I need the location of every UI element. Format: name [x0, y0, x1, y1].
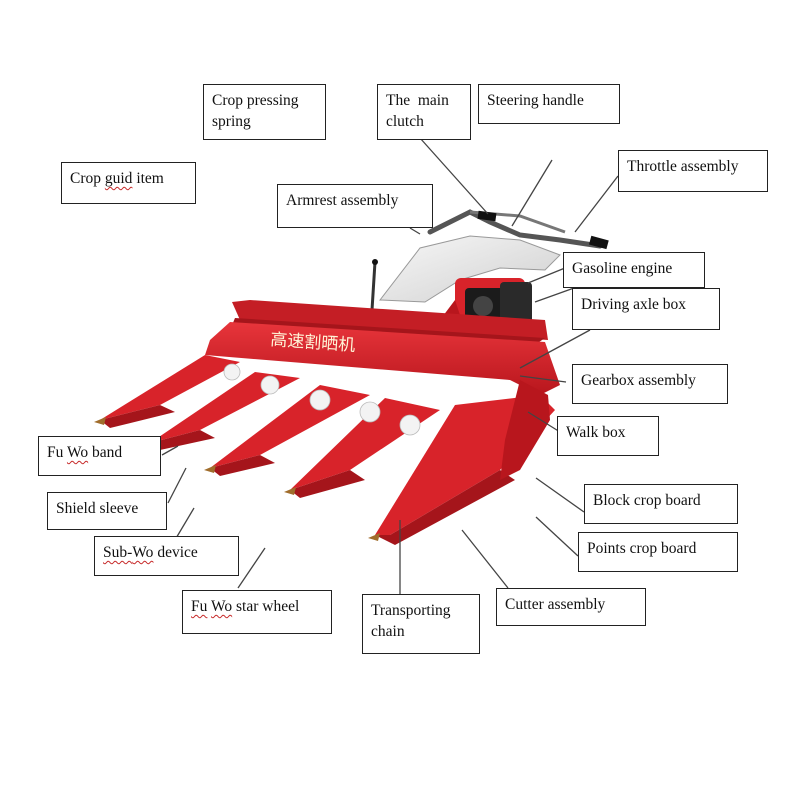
- label-sub-wo-device-suffix: device: [153, 544, 198, 561]
- label-driving-axle-box: Driving axle box: [572, 288, 720, 330]
- label-steering-handle: Steering handle: [478, 84, 620, 124]
- label-points-crop-board: Points crop board: [578, 532, 738, 572]
- label-block-crop-board: Block crop board: [584, 484, 738, 524]
- label-sub-wo-device: Sub-Wo device: [94, 536, 239, 576]
- label-transporting-chain: Transporting chain: [362, 594, 480, 654]
- header-body: [205, 322, 560, 395]
- label-transporting-chain-line2: chain: [371, 622, 405, 640]
- label-sub-wo-device-prefix: Sub-: [103, 544, 133, 561]
- label-crop-pressing-spring-line1: Crop pressing: [212, 92, 299, 109]
- engine-hood: [379, 235, 561, 303]
- label-gasoline-engine: Gasoline engine: [563, 252, 705, 288]
- label-fu-wo-star-wheel-wavy1: Fu: [191, 598, 208, 615]
- label-fu-wo-band-prefix: Fu: [47, 444, 67, 461]
- label-crop-pressing-spring-line2: spring: [212, 112, 251, 130]
- label-fu-wo-band: Fu Wo band: [38, 436, 161, 476]
- label-fu-wo-star-wheel: Fu Wo star wheel: [182, 590, 332, 634]
- label-cutter-assembly: Cutter assembly: [496, 588, 646, 626]
- label-gearbox-assembly: Gearbox assembly: [572, 364, 728, 404]
- label-fu-wo-band-suffix: band: [88, 444, 123, 461]
- label-crop-guid-item-word3: item: [132, 170, 164, 187]
- label-armrest-assembly: Armrest assembly: [277, 184, 433, 228]
- label-crop-guid-item-word1: Crop: [70, 170, 105, 187]
- label-throttle-assembly: Throttle assembly: [618, 150, 768, 192]
- label-walk-box: Walk box: [557, 416, 659, 456]
- label-main-clutch: The main clutch: [377, 84, 471, 140]
- label-transporting-chain-line1: Transporting: [371, 602, 451, 619]
- label-crop-pressing-spring: Crop pressing spring: [203, 84, 326, 140]
- label-fu-wo-star-wheel-suffix: star wheel: [232, 598, 300, 615]
- label-shield-sleeve: Shield sleeve: [47, 492, 167, 530]
- label-main-clutch-line2: clutch: [386, 112, 424, 130]
- label-fu-wo-band-wavy: Wo: [66, 444, 89, 461]
- label-crop-guid-item: Crop guid item: [61, 162, 196, 204]
- header-top-bar: [232, 300, 548, 340]
- label-fu-wo-star-wheel-wavy2: Wo: [210, 598, 233, 615]
- star-wheels: [223, 363, 421, 436]
- label-sub-wo-device-wavy: Wo: [132, 544, 154, 561]
- label-crop-guid-item-word2: guid: [104, 170, 133, 187]
- label-main-clutch-line1: The main: [386, 92, 449, 109]
